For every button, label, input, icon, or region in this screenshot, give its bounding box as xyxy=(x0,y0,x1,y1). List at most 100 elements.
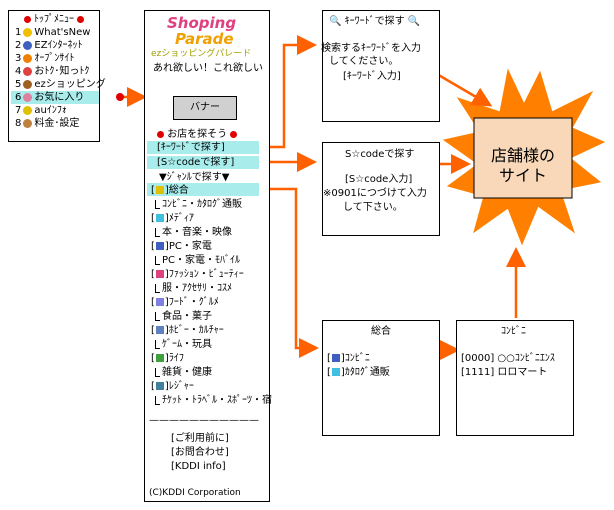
genre-subcategory[interactable]: 食品・菓子 xyxy=(155,311,212,323)
menu-item-number: 5 xyxy=(15,79,22,90)
store-site-label: 店舗様の サイト xyxy=(474,146,572,186)
genre-icon xyxy=(155,242,164,250)
sogo-item[interactable]: []ｶﾀﾛｸﾞ通販 xyxy=(327,367,390,378)
top-menu-panel: ﾄｯﾌﾟﾒﾆｭｰ 1 What'sNew 2 EZｲﾝﾀｰﾈｯﾄ 3 ｵｰﾌﾟﾝｻｲﾄ 4 お… xyxy=(8,10,106,142)
menu-item-label: What'sNew xyxy=(34,27,91,38)
genre-subcategory-label: ﾁｹｯﾄ・ﾄﾗﾍﾞﾙ・ｽﾎﾟｰﾂ・宿 xyxy=(162,395,272,406)
genre-category-label: ﾌｧｯｼｮﾝ・ﾋﾞｭｰﾃｨｰ xyxy=(168,269,244,280)
link-contact[interactable]: [お問合わせ] xyxy=(171,447,229,458)
menu-item-number: 3 xyxy=(15,53,22,64)
genre-category-label: ﾗｲﾌ xyxy=(168,353,184,364)
menu-item-label: おﾄｸ･知っﾄｸ xyxy=(34,66,90,77)
sogo-title: 総合 xyxy=(371,326,391,337)
menu-item-label: auｲﾝﾌｫ xyxy=(34,105,67,116)
sogo-item-icon xyxy=(331,368,340,376)
genre-icon xyxy=(155,186,164,194)
sogo-page: 総合 []ｺﾝﾋﾞﾆ []ｶﾀﾛｸﾞ通販 xyxy=(322,320,440,436)
sogo-item-icon xyxy=(331,354,340,362)
tree-branch-icon xyxy=(155,227,160,237)
scode-highlight xyxy=(147,156,259,169)
menu-item-icon xyxy=(23,53,33,63)
genre-category[interactable]: []ﾗｲﾌ xyxy=(151,353,184,364)
top-menu-item-4[interactable]: 4 おﾄｸ･知っﾄｸ xyxy=(15,66,89,78)
genre-subcategory[interactable]: ｹﾞｰﾑ・玩具 xyxy=(155,339,212,351)
genre-category[interactable]: []ﾌｰﾄﾞ・ｸﾞﾙﾒ xyxy=(151,297,219,308)
menu-item-number: 4 xyxy=(15,66,22,77)
menu-item-icon xyxy=(23,27,33,37)
genre-category[interactable]: []総合 xyxy=(151,185,189,196)
genre-subcategory[interactable]: ﾁｹｯﾄ・ﾄﾗﾍﾞﾙ・ｽﾎﾟｰﾂ・宿 xyxy=(155,395,272,407)
konbini-item-1111[interactable]: [1111] ロロマート xyxy=(461,367,548,378)
scode-title: S☆codeで探す xyxy=(345,149,415,160)
sogo-item-label: ｺﾝﾋﾞﾆ xyxy=(344,353,370,364)
top-menu-highlight xyxy=(11,91,99,104)
genre-icon xyxy=(155,298,164,306)
scode-note-1: ※0901につづけて入力 xyxy=(323,188,427,199)
genre-category-label: ﾒﾃﾞｨｱ xyxy=(168,213,194,224)
keyword-input[interactable]: [ｷｰﾜｰﾄﾞ入力] xyxy=(343,71,401,82)
genre-icon xyxy=(155,354,164,362)
logo-line2: Parade xyxy=(175,30,234,48)
menu-item-icon xyxy=(23,92,33,102)
sogo-item[interactable]: []ｺﾝﾋﾞﾆ xyxy=(327,353,370,364)
genre-icon xyxy=(155,326,164,334)
genre-icon xyxy=(155,270,164,278)
logo-subtitle: ezショッピングパレード xyxy=(151,49,252,59)
menu-item-label: EZｲﾝﾀｰﾈｯﾄ xyxy=(34,40,83,51)
magnifier-icon: 🔍 xyxy=(407,16,421,27)
banner-button[interactable]: バナー xyxy=(173,96,237,120)
top-menu-item-3[interactable]: 3 ｵｰﾌﾟﾝｻｲﾄ xyxy=(15,53,74,65)
scode-search-page: S☆codeで探す [S☆code入力] ※0901につづけて入力 して下さい。 xyxy=(322,142,440,236)
find-shop-row: お店を探そう xyxy=(157,129,238,141)
red-dot-icon xyxy=(77,15,85,23)
top-menu-item-2[interactable]: 2 EZｲﾝﾀｰﾈｯﾄ xyxy=(15,40,83,52)
genre-subcategory[interactable]: ｺﾝﾋﾞﾆ・ｶﾀﾛｸﾞ通販 xyxy=(155,199,242,211)
keyword-search-link[interactable]: [ｷｰﾜｰﾄﾞで探す] xyxy=(157,142,225,153)
genre-subcategory[interactable]: 本・音楽・映像 xyxy=(155,227,232,239)
menu-item-number: 1 xyxy=(15,27,22,38)
menu-item-number: 2 xyxy=(15,40,22,51)
tree-branch-icon xyxy=(155,367,160,377)
genre-subcategory[interactable]: 服・ｱｸｾｻﾘ・ｺｽﾒ xyxy=(155,283,232,295)
genre-category[interactable]: []ﾚｼﾞｬｰ xyxy=(151,381,194,392)
genre-subcategory-label: 雑貨・健康 xyxy=(162,367,212,378)
menu-item-label: ｵｰﾌﾟﾝｻｲﾄ xyxy=(34,53,75,64)
genre-subcategory[interactable]: 雑貨・健康 xyxy=(155,367,212,379)
top-menu-item-8[interactable]: 8 料金･設定 xyxy=(15,118,79,130)
red-dot-icon xyxy=(23,15,31,23)
tree-branch-icon xyxy=(155,395,160,405)
menu-item-label: 料金･設定 xyxy=(34,118,80,129)
copyright: (C)KDDI Corporation xyxy=(149,488,241,498)
genre-icon xyxy=(155,214,164,222)
menu-item-icon xyxy=(23,40,33,50)
genre-subcategory[interactable]: PC・家電・ﾓﾊﾞｲﾙ xyxy=(155,255,240,267)
tree-branch-icon xyxy=(155,311,160,321)
store-site-box xyxy=(473,117,573,199)
top-menu-title: ﾄｯﾌﾟﾒﾆｭｰ xyxy=(34,14,74,25)
genre-category[interactable]: []ﾒﾃﾞｨｱ xyxy=(151,213,194,224)
konbini-page: ｺﾝﾋﾞﾆ [0000] ○○ｺﾝﾋﾞﾆｴﾝｽ [1111] ロロマート xyxy=(456,320,574,436)
scode-input[interactable]: [S☆code入力] xyxy=(345,174,413,185)
genre-subcategory-label: ｹﾞｰﾑ・玩具 xyxy=(162,339,212,350)
genre-subcategory-label: ｺﾝﾋﾞﾆ・ｶﾀﾛｸﾞ通販 xyxy=(162,199,242,210)
scode-search-link[interactable]: [S☆codeで探す] xyxy=(157,157,235,168)
genre-category[interactable]: []ﾎﾋﾞｰ・ｶﾙﾁｬｰ xyxy=(151,325,224,336)
genre-category[interactable]: []PC・家電 xyxy=(151,241,212,252)
menu-item-icon xyxy=(23,66,33,76)
top-menu-item-1[interactable]: 1 What'sNew xyxy=(15,27,90,39)
find-shop-heading: お店を探そう xyxy=(167,129,228,140)
menu-item-number: 8 xyxy=(15,118,22,129)
konbini-item-0000[interactable]: [0000] ○○ｺﾝﾋﾞﾆｴﾝｽ xyxy=(461,353,555,364)
genre-category[interactable]: []ﾌｧｯｼｮﾝ・ﾋﾞｭｰﾃｨｰ xyxy=(151,269,244,280)
store-site-line2: サイト xyxy=(498,166,547,185)
magnifier-icon: 🔍 xyxy=(329,16,342,27)
konbini-title: ｺﾝﾋﾞﾆ xyxy=(501,326,526,337)
link-before-use[interactable]: [ご利用前に] xyxy=(171,433,229,444)
genre-subcategory-label: 本・音楽・映像 xyxy=(162,227,232,238)
shopping-page: Shoping Parade ezショッピングパレード あれ欲しい！これ欲しい … xyxy=(144,10,272,502)
menu-item-label: お気に入り xyxy=(34,92,85,103)
link-kddi-info[interactable]: [KDDI info] xyxy=(171,461,226,472)
